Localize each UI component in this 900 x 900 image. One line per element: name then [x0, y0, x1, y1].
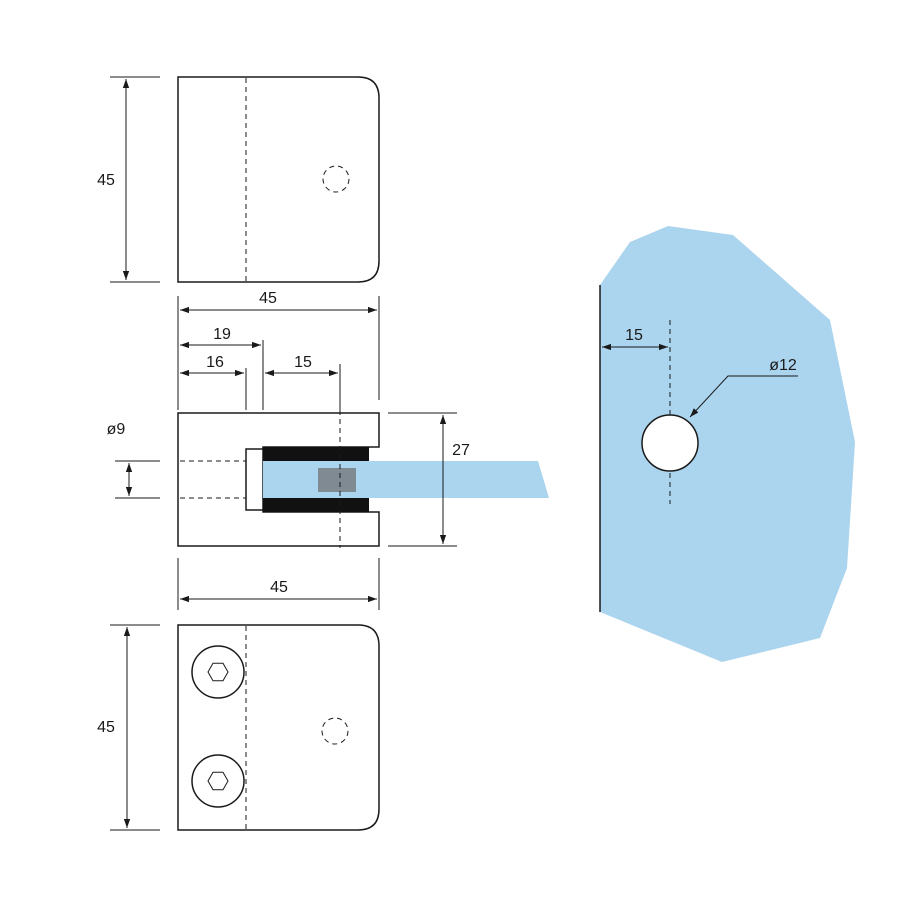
hole-12-label: ø12: [769, 357, 797, 374]
lower-gasket: [263, 498, 369, 512]
edge-distance-label: 15: [625, 327, 643, 344]
hidden-hole-icon: [322, 165, 350, 193]
glass-panel-detail: 15 ø12: [599, 226, 855, 662]
dim-16-label: 16: [206, 354, 224, 371]
front-view: 45: [97, 76, 380, 283]
back-height-label: 45: [97, 719, 115, 736]
dim-27-label: 27: [452, 442, 470, 459]
hex-screw-icon: [191, 645, 245, 699]
back-view: 45 45: [97, 558, 380, 831]
upper-gasket: [263, 447, 369, 461]
hole-9-label: ø9: [107, 421, 126, 438]
glass-panel: [600, 226, 855, 662]
side-view: 45 19 16 15 ø9 27: [107, 290, 549, 548]
glass-pane: [263, 461, 549, 498]
back-width-label: 45: [270, 579, 288, 596]
glass-hole: [641, 414, 699, 472]
hole-leader-line: [689, 375, 798, 418]
dim-15-label: 15: [294, 354, 312, 371]
hidden-hole-icon: [321, 717, 349, 745]
set-screw: [245, 448, 264, 511]
front-height-label: 45: [97, 172, 115, 189]
glass-pin: [318, 468, 356, 492]
dim-19-label: 19: [213, 326, 231, 343]
hex-screw-icon: [191, 754, 245, 808]
side-width-label: 45: [259, 290, 277, 307]
front-view-body: [177, 76, 380, 283]
